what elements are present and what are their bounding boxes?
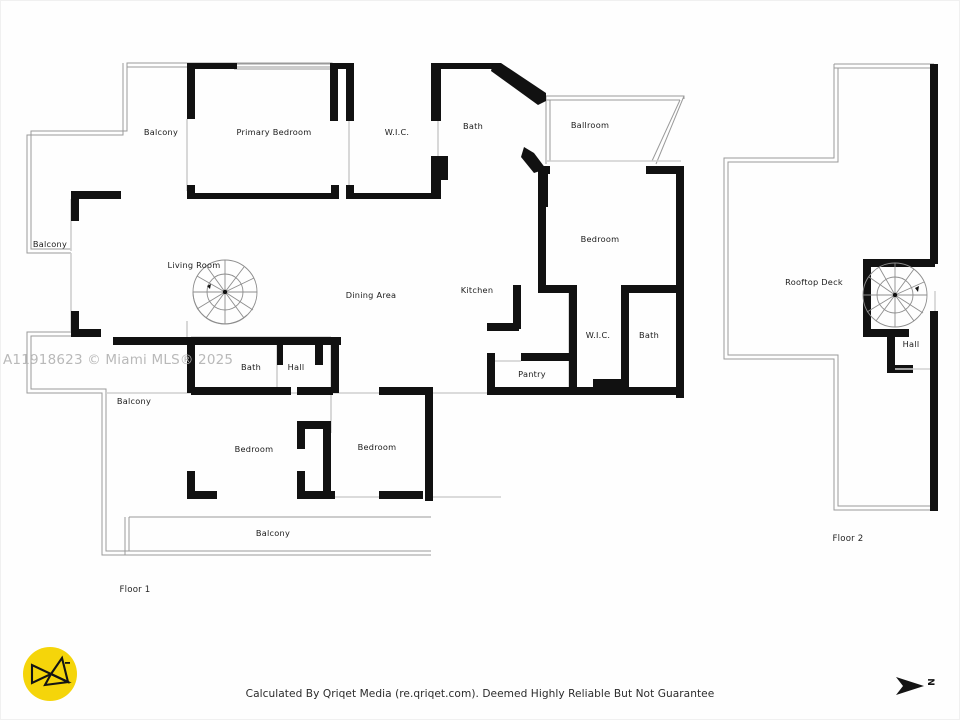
room-label: Bedroom bbox=[581, 234, 620, 244]
room-label: W.I.C. bbox=[586, 330, 611, 340]
compass-north-arrow: N bbox=[894, 673, 946, 699]
room-label: Bath bbox=[241, 362, 261, 372]
room-label: Balcony bbox=[256, 528, 290, 538]
floor-label-floor-1: Floor 1 bbox=[120, 585, 151, 595]
room-label: Rooftop Deck bbox=[785, 277, 843, 287]
room-label: Balcony bbox=[33, 239, 67, 249]
footer-disclaimer: Calculated By Qriqet Media (re.qriqet.co… bbox=[245, 688, 715, 700]
room-label: Balcony bbox=[117, 396, 151, 406]
floor-label-group: Floor 1 Floor 2 bbox=[120, 534, 864, 595]
qriqet-logo bbox=[21, 645, 79, 703]
room-label: Hall bbox=[903, 339, 920, 349]
floor-label-floor-2: Floor 2 bbox=[833, 534, 864, 544]
room-label: Bath bbox=[463, 121, 483, 131]
room-label: Ballroom bbox=[571, 120, 609, 130]
room-label: Bedroom bbox=[235, 444, 274, 454]
floor1-outer-envelope bbox=[26, 62, 685, 556]
floor1-walls bbox=[71, 63, 684, 501]
room-label: Bedroom bbox=[358, 442, 397, 452]
floor1-spiral-staircase bbox=[192, 259, 258, 325]
room-label: Dining Area bbox=[346, 290, 397, 300]
north-arrow-icon bbox=[896, 677, 924, 695]
floor2-thin-partitions bbox=[895, 291, 936, 370]
floor2-spiral-staircase bbox=[862, 262, 928, 328]
logo-icon bbox=[23, 647, 77, 701]
room-label: Living Room bbox=[167, 260, 220, 270]
room-label: W.I.C. bbox=[385, 127, 410, 137]
room-label: Primary Bedroom bbox=[236, 127, 311, 137]
mls-watermark: A11918623 © Miami MLS® 2025 bbox=[3, 352, 234, 368]
floor2-outer-envelope bbox=[723, 63, 934, 511]
room-label: Kitchen bbox=[461, 285, 494, 295]
room-label: Hall bbox=[288, 362, 305, 372]
compass-letter-n: N bbox=[924, 678, 935, 686]
room-label: Pantry bbox=[518, 369, 546, 379]
room-label: Balcony bbox=[144, 127, 178, 137]
room-label: Bath bbox=[639, 330, 659, 340]
